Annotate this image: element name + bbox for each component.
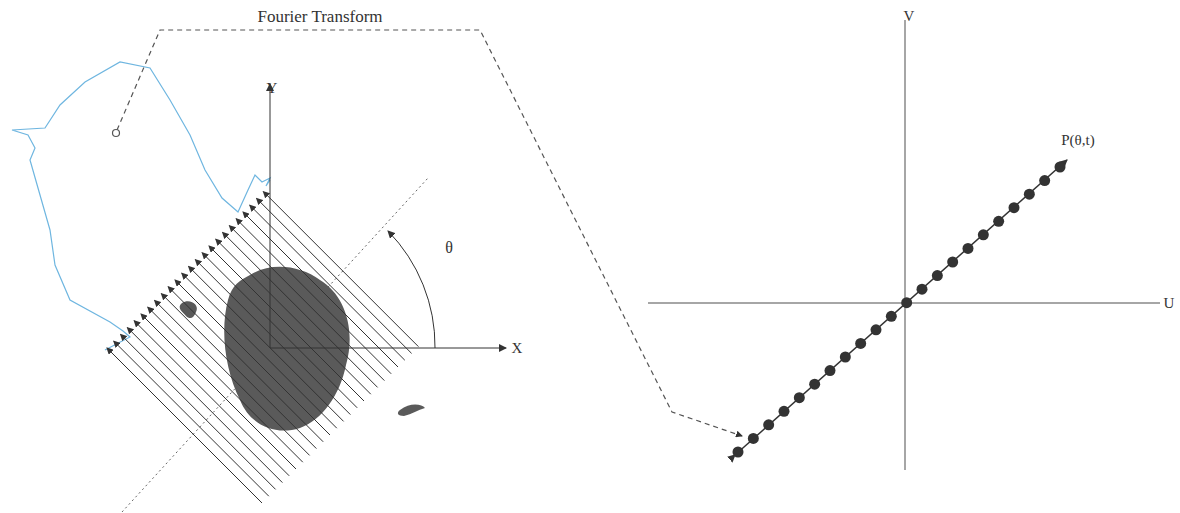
angle-label: θ [445,240,453,256]
dashed-bracket [117,30,742,436]
sample-dot [794,392,805,403]
sample-dot [963,243,974,254]
sample-dot [1039,175,1050,186]
sample-dot [779,406,790,417]
sample-dot [932,270,943,281]
slice-line [735,160,1067,455]
sample-dot [901,297,912,308]
axis-label: Y [267,81,278,96]
object-blob [180,301,197,318]
sample-dot [1009,202,1020,213]
sample-dot [748,433,759,444]
sample-dot [978,229,989,240]
y-axis [270,84,271,348]
sample-dot [1055,162,1066,173]
sample-dot [917,284,928,295]
projection-axis [122,178,428,512]
axis-label: U [1164,296,1175,311]
sample-dot [825,365,836,376]
ray [243,212,398,367]
ray [250,205,405,360]
object-blob [398,405,425,417]
v-axis [904,20,906,470]
sample-dot [855,338,866,349]
sample-dot [809,379,820,390]
ray [263,192,418,347]
bracket-end [113,130,120,137]
sample-dot [947,257,958,268]
sample-dot [871,324,882,335]
x-axis [270,348,506,349]
axis-label: V [904,9,915,24]
ray-set [107,192,418,503]
axis-label: X [512,341,523,356]
sample-dot [886,311,897,322]
sample-dot [840,352,851,363]
sample-dots [733,162,1066,458]
sample-dot [763,419,774,430]
function-label: P(θ,t) [1061,133,1094,148]
heading-label: Fourier Transform [257,8,382,25]
angle-arc [388,231,435,348]
sample-dot [1024,189,1035,200]
sample-dot [733,447,744,458]
sample-dot [993,216,1004,227]
ray [257,198,412,353]
